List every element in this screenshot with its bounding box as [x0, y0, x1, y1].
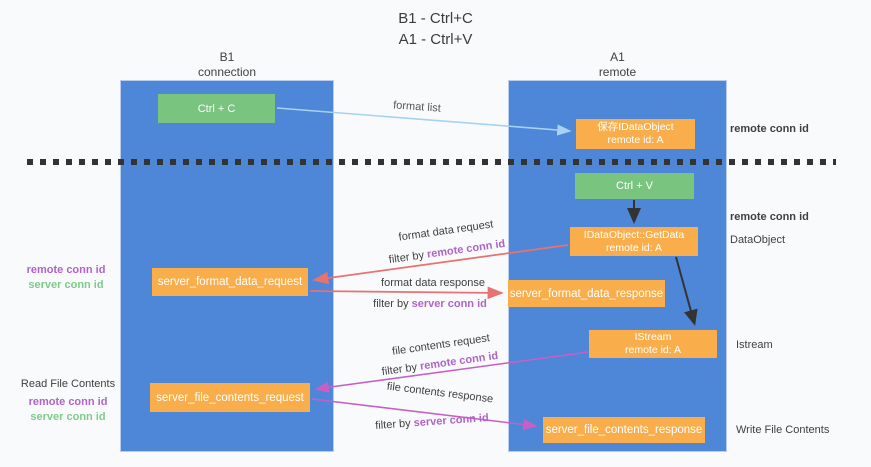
getdata-line1: IDataObject::GetData	[583, 228, 685, 241]
server-file-contents-response-label: server_file_contents_response	[545, 424, 703, 436]
istream-line2: remote id: A	[624, 344, 682, 356]
left-label-remote-conn-id-2: remote conn id	[28, 396, 108, 408]
arrow-format-data-response	[309, 286, 504, 300]
node-save-idataobject: 保存IDataObject remote id: A	[576, 119, 695, 149]
left-label-read-file-contents: Read File Contents	[20, 378, 116, 390]
node-idataobject-getdata: IDataObject::GetData remote id: A	[570, 227, 698, 256]
label-filter-server-1: filter by server conn id	[373, 298, 487, 310]
label-filter-server-2: filter by server conn id	[375, 412, 489, 432]
node-ctrl-c: Ctrl + C	[158, 94, 275, 123]
server-conn-id-text-1: server conn id	[411, 298, 487, 310]
title-line-1: B1 - Ctrl+C	[398, 10, 473, 27]
istream-line1: IStream	[634, 331, 672, 343]
remote-conn-id-text-1: remote conn id	[426, 237, 506, 261]
ctrl-v-label: Ctrl + V	[616, 180, 653, 192]
right-label-remote-conn-id-mid: remote conn id	[730, 211, 809, 223]
filter-by-text-2: filter by	[373, 298, 412, 310]
ctrl-c-label: Ctrl + C	[197, 102, 236, 115]
lane-b1-name: B1	[219, 50, 235, 64]
label-file-contents-response: file contents response	[386, 380, 494, 406]
left-label-remote-conn-id: remote conn id	[26, 264, 106, 276]
node-server-file-contents-response: server_file_contents_response	[543, 417, 705, 443]
title-line-2: A1 - Ctrl+V	[398, 31, 473, 48]
node-server-file-contents-request: server_file_contents_request	[150, 383, 310, 412]
lane-header-b1: B1 connection	[120, 50, 334, 80]
server-format-data-response-label: server_format_data_response	[509, 287, 664, 300]
node-ctrl-v: Ctrl + V	[575, 173, 694, 199]
filter-by-text-1: filter by	[388, 248, 428, 267]
label-format-data-response: format data response	[381, 277, 485, 289]
left-label-server-conn-id-2: server conn id	[30, 411, 106, 423]
lane-a1-subtitle: remote	[598, 65, 637, 79]
right-label-dataobject: DataObject	[730, 234, 786, 246]
node-server-format-data-request: server_format_data_request	[152, 268, 308, 296]
left-label-server-conn-id: server conn id	[28, 279, 104, 291]
server-conn-id-text-2: server conn id	[413, 412, 490, 430]
lane-a1-name: A1	[610, 50, 625, 64]
lane-b1-subtitle: connection	[197, 65, 257, 79]
label-format-list: format list	[392, 99, 442, 115]
filter-by-text-3: filter by	[381, 360, 421, 379]
remote-conn-id-text-2: remote conn id	[419, 349, 499, 373]
save-idataobject-line1: 保存IDataObject	[597, 121, 674, 133]
left-conn-id-block: remote conn id server conn id	[22, 263, 110, 293]
right-label-istream: Istream	[736, 339, 773, 351]
server-file-contents-request-label: server_file_contents_request	[156, 391, 304, 404]
filter-by-text-4: filter by	[374, 417, 415, 432]
label-format-data-request: format data request	[397, 218, 495, 244]
left-read-file-block: Read File Contents remote conn id server…	[18, 377, 118, 425]
diagram-title: B1 - Ctrl+C A1 - Ctrl+V	[0, 8, 871, 50]
right-label-write-file-contents: Write File Contents	[736, 424, 830, 436]
right-label-remote-conn-id-top: remote conn id	[730, 123, 809, 135]
save-idataobject-line2: remote id: A	[607, 134, 664, 146]
server-format-data-request-label: server_format_data_request	[157, 276, 303, 288]
lane-header-a1: A1 remote	[508, 50, 727, 80]
getdata-line2: remote id: A	[605, 241, 663, 254]
node-server-format-data-response: server_format_data_response	[508, 280, 665, 307]
node-istream: IStream remote id: A	[589, 330, 717, 358]
